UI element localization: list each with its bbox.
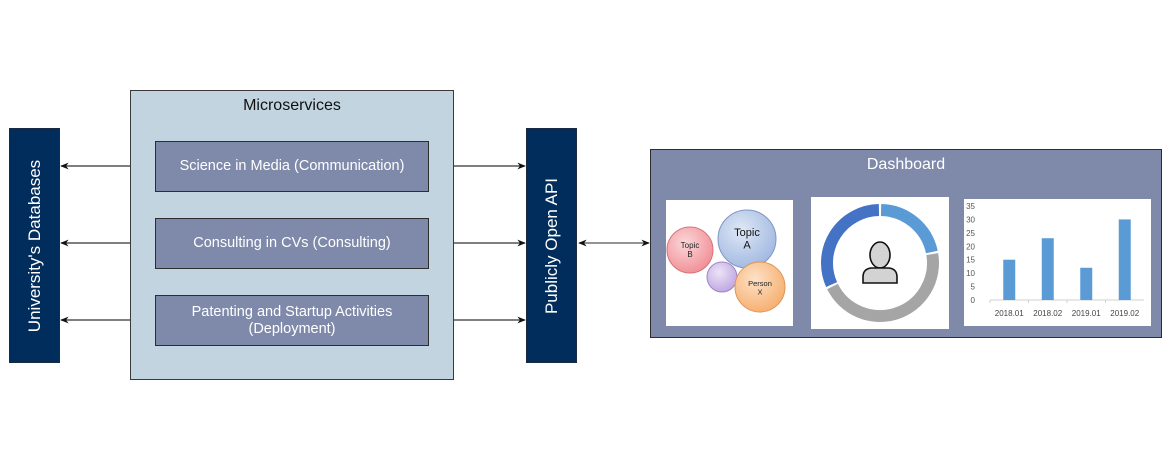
service-label: Consulting in CVs (Consulting) [193, 235, 391, 251]
y-tick-label: 15 [966, 256, 975, 265]
x-tick-label: 2018.01 [995, 309, 1024, 318]
bubble-person-x [734, 261, 786, 313]
service-box-communication: Science in Media (Communication) [155, 141, 429, 192]
y-tick-label: 30 [966, 215, 975, 224]
public-api-label: Publicly Open API [541, 177, 561, 314]
university-databases-node: University's Databases [9, 128, 60, 363]
dashboard-title: Dashboard [866, 156, 946, 173]
x-tick-label: 2019.02 [1110, 309, 1139, 318]
y-tick-label: 25 [966, 229, 975, 238]
x-tick-label: 2019.01 [1072, 309, 1101, 318]
y-tick-label: 35 [966, 202, 975, 211]
bar-2019.02 [1118, 219, 1131, 300]
donut-chart-panel [811, 197, 949, 329]
x-tick-label: 2018.02 [1033, 309, 1062, 318]
service-label: Patenting and Startup Activities (Deploy… [191, 303, 393, 337]
bar-chart-panel: 0 5 10 15 20 25 30 35 2018.01 2018.02 2019.01 2019.… [964, 199, 1151, 326]
y-tick-label: 20 [966, 242, 975, 251]
y-tick-label: 10 [966, 269, 975, 278]
bubble-topic-b [666, 226, 714, 274]
donut-segment-light-blue [880, 204, 938, 254]
y-tick-label: 0 [971, 296, 976, 305]
donut-segment-gray [827, 253, 939, 322]
bar-2019.01 [1080, 267, 1093, 300]
bar-2018.02 [1041, 238, 1054, 300]
university-databases-label: University's Databases [24, 159, 44, 332]
bar-2018.01 [1003, 259, 1016, 300]
service-box-consulting: Consulting in CVs (Consulting) [155, 218, 429, 269]
service-label: Science in Media (Communication) [179, 158, 405, 174]
microservices-title: Microservices [243, 97, 341, 114]
public-api-node: Publicly Open API [526, 128, 577, 363]
person-icon [862, 241, 898, 284]
y-tick-label: 5 [971, 283, 976, 292]
service-box-deployment: Patenting and Startup Activities (Deploy… [155, 295, 429, 346]
bar-chart: 0 5 10 15 20 25 30 35 2018.01 2018.02 2019.01 2019.… [966, 202, 1144, 318]
donut-chart [821, 204, 939, 322]
donut-segment-dark-blue [821, 204, 880, 288]
bubble-unlabeled [706, 261, 738, 293]
